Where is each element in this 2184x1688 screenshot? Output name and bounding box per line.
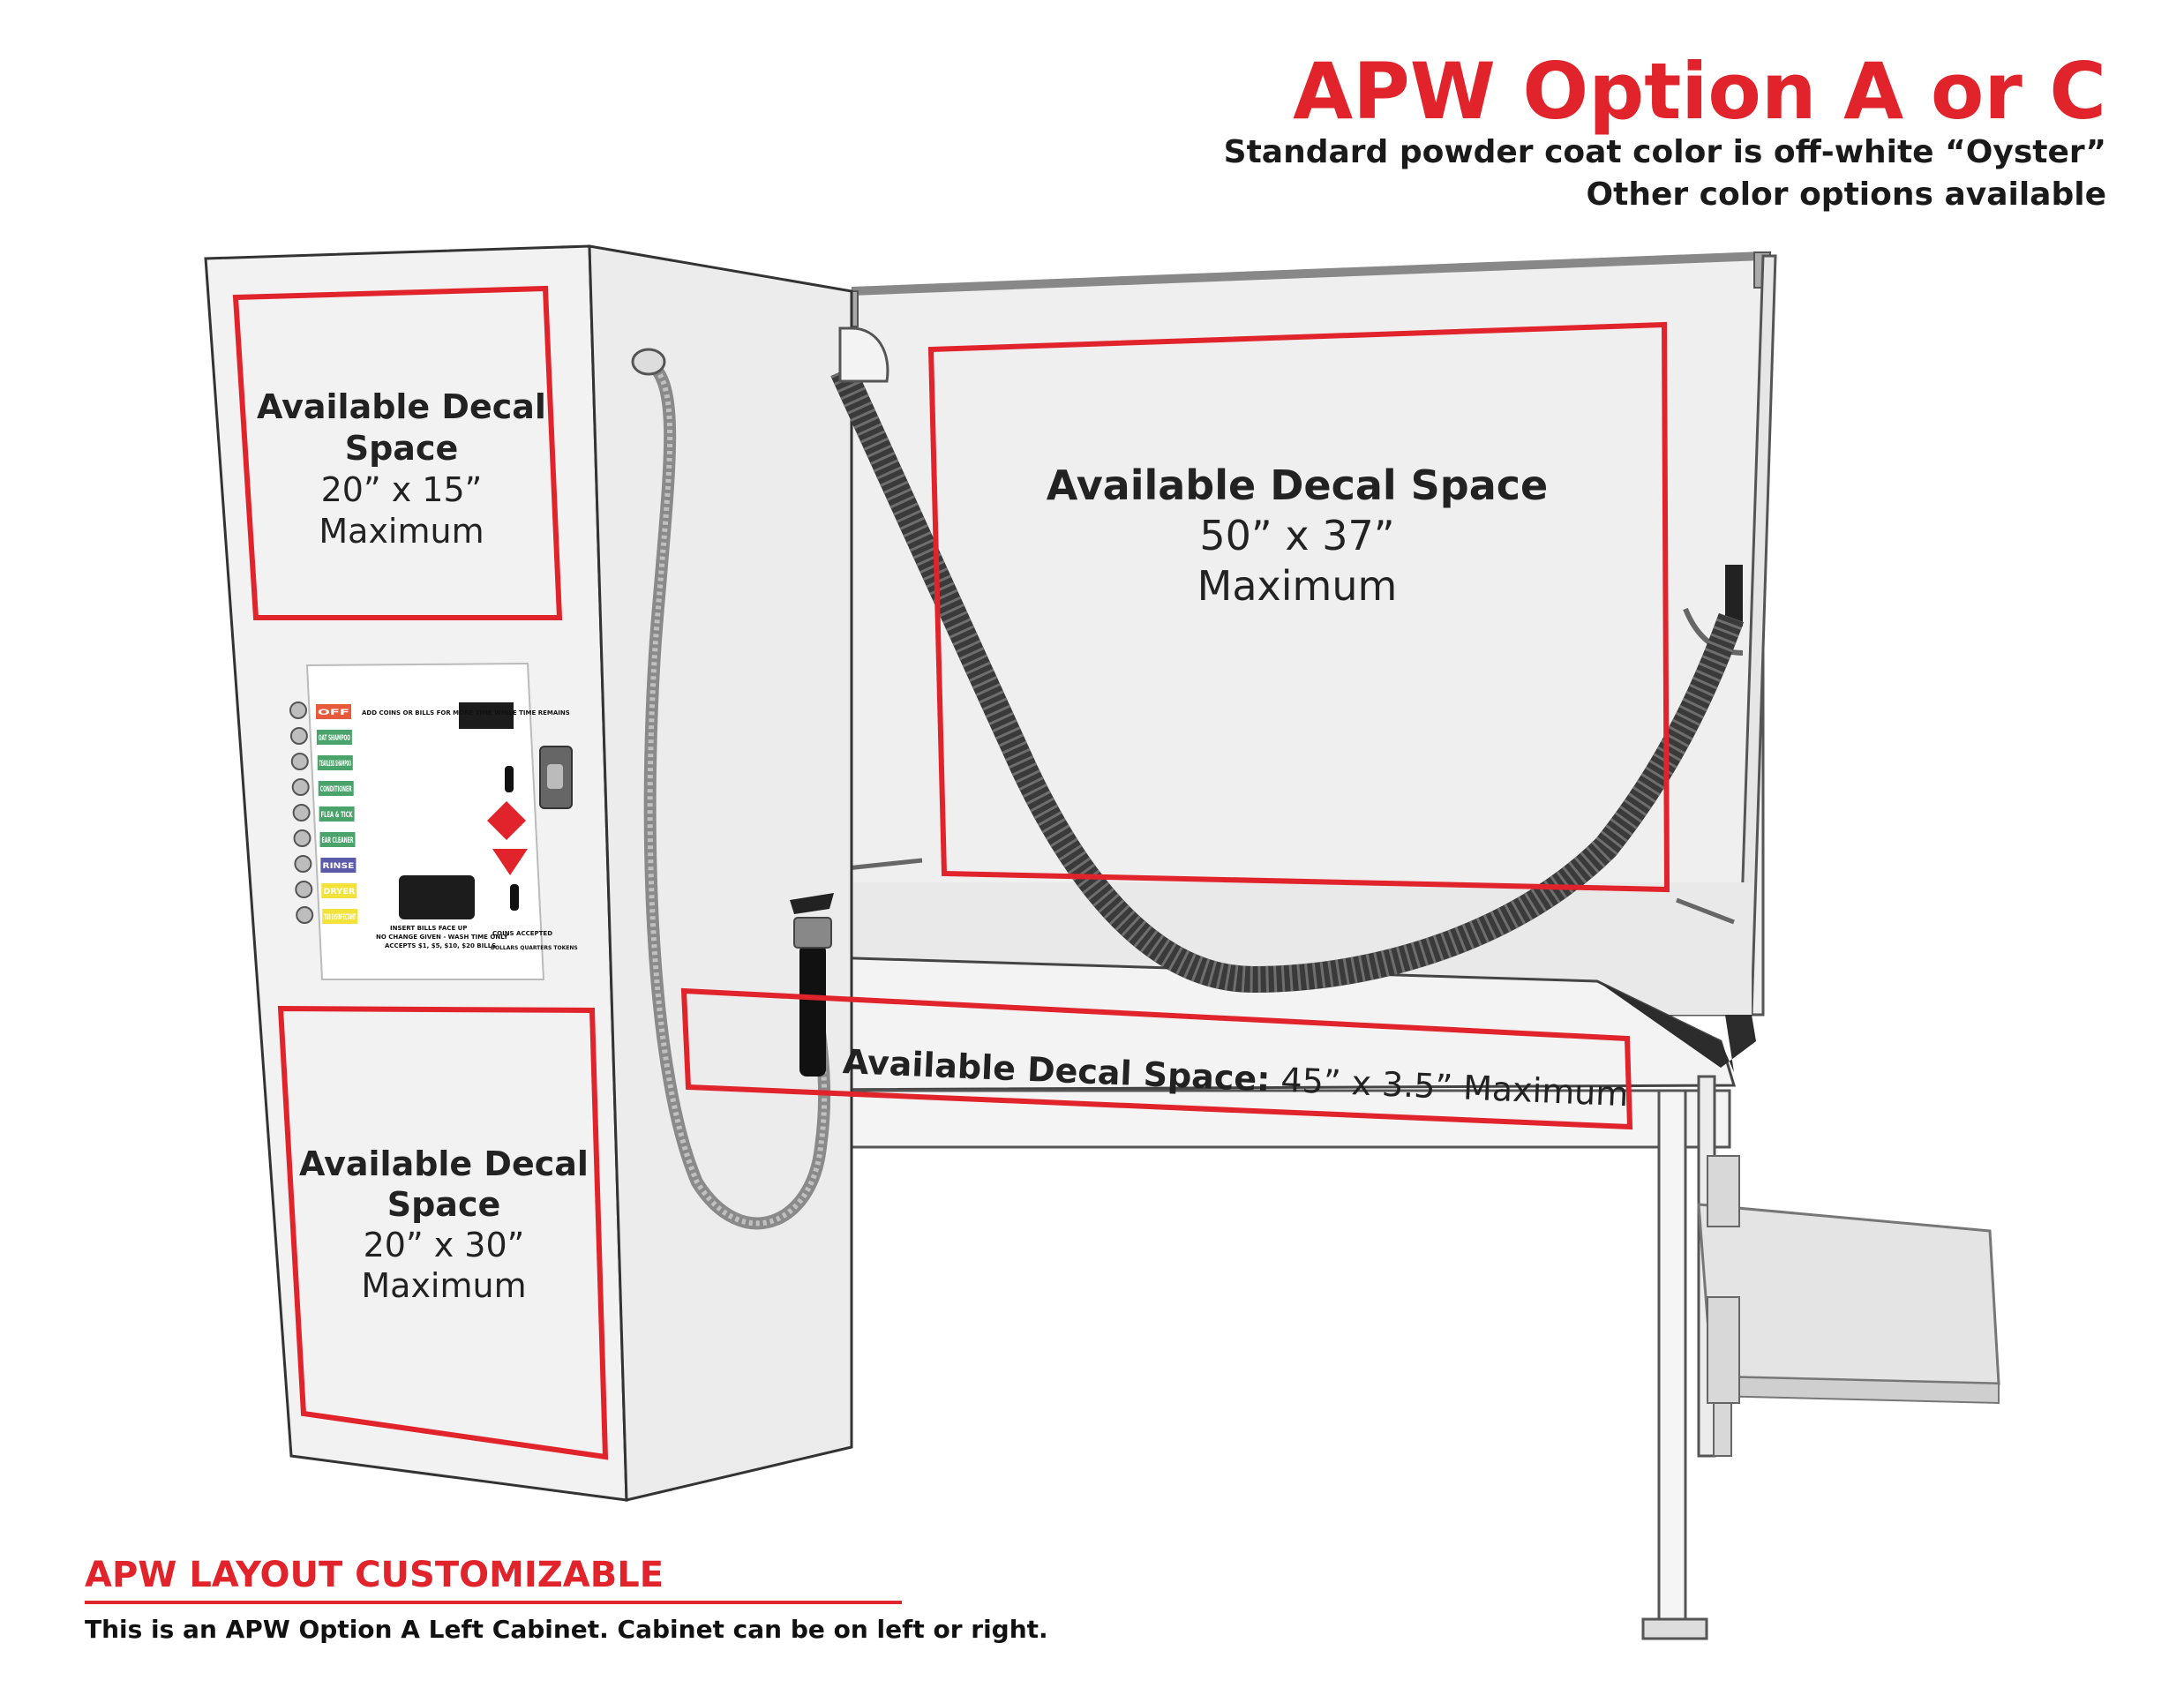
panel-button-label: CONDITIONER — [320, 785, 352, 794]
hose-port — [631, 348, 666, 376]
panel-lamp — [289, 701, 307, 719]
decal-lower-left-heading: Available Decal Space — [299, 1144, 589, 1224]
decal-outline-upper-left — [232, 285, 563, 620]
panel-button-label: OAT SHAMPOO — [319, 734, 350, 743]
panel-lamp — [293, 829, 311, 847]
step-bracket-top — [1707, 1155, 1740, 1227]
panel-button — [322, 909, 358, 924]
panel-button-label: RINSE — [322, 862, 354, 871]
cabinet-side — [588, 244, 853, 1502]
decal-lower-left-size: 20” x 30” — [363, 1226, 525, 1264]
footer-title: APW LAYOUT CUSTOMIZABLE — [85, 1555, 664, 1595]
panel-lamp — [295, 881, 313, 898]
panel-button-label: DRYER — [323, 888, 355, 897]
panel-button — [316, 730, 352, 745]
decal-outline-front-rail — [680, 987, 1633, 1130]
decal-back-wall-size: 50” x 37” — [1199, 512, 1395, 559]
panel-lamp — [291, 778, 310, 796]
footer-note: This is an APW Option A Left Cabinet. Ca… — [85, 1615, 1048, 1644]
footer-underline — [85, 1601, 902, 1604]
coin-return-arrow — [492, 849, 528, 875]
coin-lock-key — [547, 764, 563, 789]
panel-text-add-coins: ADD COINS OR BILLS FOR MORE TIME WHILE T… — [362, 709, 570, 716]
decal-back-wall-note: Maximum — [1197, 562, 1398, 610]
push-start-arrow — [487, 801, 526, 840]
drain-opening — [1597, 981, 1756, 1072]
hook-rod-right — [1676, 897, 1735, 925]
panel-lamp — [290, 753, 309, 770]
panel-button — [318, 781, 354, 796]
step-bracket-foot — [1713, 1402, 1732, 1457]
decal-lower-left-note: Maximum — [361, 1266, 527, 1305]
panel-text-accepts: ACCEPTS $1, $5, $10, $20 BILLS — [385, 942, 496, 949]
panel-text-no-change: NO CHANGE GIVEN - WASH TIME ONLY — [376, 934, 509, 941]
decal-outline-back-wall — [927, 321, 1670, 893]
panel-button — [320, 858, 356, 873]
control-panel — [305, 662, 545, 980]
dryer-nozzle-holder — [1725, 565, 1743, 626]
panel-button — [319, 832, 356, 847]
panel-lamp — [292, 804, 311, 821]
panel-button-label: EAR CLEANER — [322, 836, 354, 845]
decal-back-wall: Available Decal Space 50” x 37” Maximum — [997, 461, 1597, 611]
panel-lamp — [296, 906, 314, 924]
coin-slot-top — [505, 766, 514, 792]
panel-text-coins: COINS ACCEPTED — [492, 930, 552, 937]
panel-buttons: OFF OAT SHAMPOO TEARLESS SHAMPOO CONDITIONE… — [289, 701, 527, 924]
page-title: APW Option A or C — [1293, 46, 2106, 137]
panel-button-label: OFF — [318, 709, 349, 717]
step-bracket-bottom — [1707, 1296, 1740, 1404]
leg-foot — [1641, 1617, 1708, 1640]
decal-upper-left-size: 20” x 15” — [320, 470, 483, 509]
decal-back-wall-heading: Available Decal Space — [1046, 461, 1549, 509]
decal-upper-left: Available Decal Space 20” x 15” Maximum — [249, 386, 554, 552]
coin-slot-bottom — [510, 884, 519, 911]
sprayer-lever — [790, 893, 834, 914]
front-leg-right — [1657, 1089, 1687, 1622]
panel-button-label: FLEA & TICK — [321, 811, 354, 820]
subtitle-color: Standard powder coat color is off-white … — [1223, 134, 2106, 170]
panel-button — [319, 806, 355, 821]
bill-acceptor — [399, 875, 475, 919]
decal-upper-left-note: Maximum — [319, 512, 484, 551]
dryer-elbow — [838, 326, 889, 383]
decal-upper-left-heading: Available Decal Space — [257, 387, 546, 468]
decal-lower-left: Available Decal Space 20” x 30” Maximum — [293, 1144, 595, 1306]
shower-hose — [643, 358, 831, 1230]
decal-outline-lower-left — [277, 1005, 609, 1460]
panel-text-coin-types: DOLLARS QUARTERS TOKENS — [491, 945, 578, 951]
panel-button — [321, 883, 357, 898]
panel-button — [317, 755, 353, 770]
panel-button — [316, 704, 351, 719]
panel-text-insert-bills: INSERT BILLS FACE UP — [390, 925, 467, 932]
subtitle-options: Other color options available — [1586, 176, 2107, 213]
sprayer-valve — [793, 917, 832, 949]
panel-button-label: TEARLESS SHAMPOO — [319, 760, 351, 769]
panel-button-label: TUB DISINFECTANT — [324, 913, 356, 922]
step-platform — [1697, 1203, 2000, 1385]
sprayer-handle — [799, 944, 826, 1077]
panel-lamp — [294, 855, 312, 873]
tub-top-rail — [851, 251, 1764, 296]
panel-lamp — [289, 727, 308, 745]
time-display — [459, 702, 514, 729]
